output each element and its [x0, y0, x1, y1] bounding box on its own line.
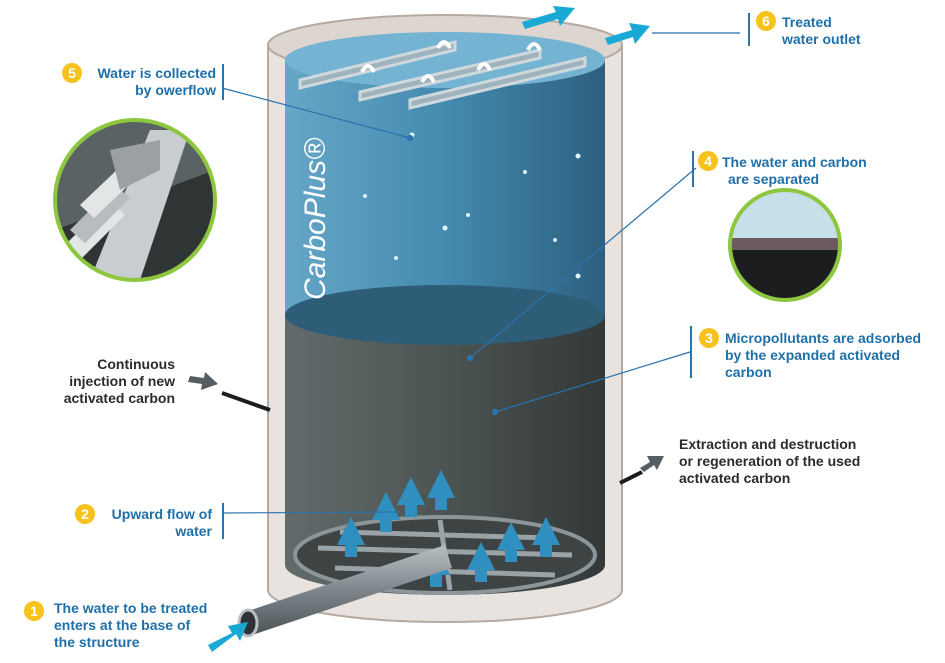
overflow-channels [298, 40, 587, 110]
injection-pipe [221, 391, 271, 412]
step-5-label: Water is collected by owerflow [97, 65, 216, 98]
weir-photo-inset [53, 118, 217, 282]
step-5-bar [222, 64, 224, 100]
brand-label: CarboPlus® [299, 137, 332, 300]
injection-arrow [188, 372, 218, 390]
step-4-badge: 4 [698, 151, 718, 171]
inlet-pipe [237, 545, 452, 638]
outlet-arrow [522, 6, 575, 29]
step-3-label: Micropollutants are adsorbed by the expa… [725, 330, 922, 380]
step-6-badge: 6 [756, 11, 776, 31]
extraction-arrow [640, 456, 664, 472]
step-4-label: The water and carbon are separated [722, 154, 867, 187]
extraction-pipe [619, 470, 643, 485]
outlet-arrow [605, 23, 650, 45]
separation-photo-inset [728, 188, 842, 302]
step-3-badge: 3 [699, 328, 719, 348]
injection-label: Continuous injection of new activated ca… [63, 356, 175, 406]
step-6-label: Treated water outlet [782, 14, 861, 47]
step-2-badge: 2 [75, 504, 95, 524]
step-1-label: The water to be treated enters at the ba… [54, 600, 208, 650]
step-2-label: Upward flow of water [111, 506, 212, 539]
step-4-bar [692, 151, 694, 187]
step-1-badge: 1 [24, 601, 44, 621]
inlet-arrow [208, 622, 248, 652]
step-2-bar [222, 503, 224, 539]
leader-lines [221, 32, 740, 514]
step-3-bar [690, 326, 692, 378]
extraction-label: Extraction and destruction or regenerati… [679, 436, 861, 486]
step-6-bar [748, 13, 750, 46]
step-5-badge: 5 [62, 63, 82, 83]
